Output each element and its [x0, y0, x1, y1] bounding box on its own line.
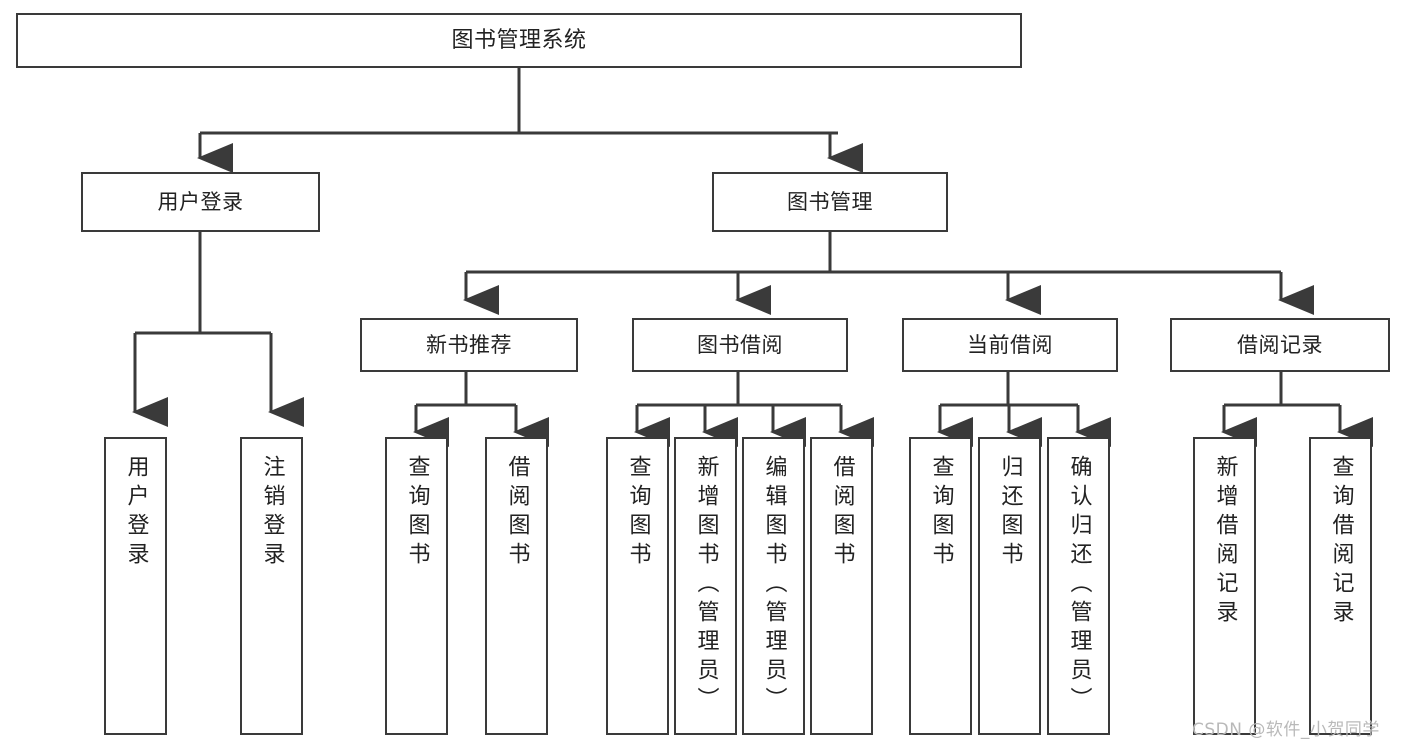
leaf-add-borrow-record[interactable]: 新增借阅记录: [1193, 437, 1256, 735]
node-book-management-system[interactable]: 图书管理系统: [16, 13, 1022, 68]
leaf-borrow-book-new-recommend[interactable]: 借阅图书: [485, 437, 548, 735]
node-label: 借阅图书: [829, 455, 855, 571]
node-label: 查询图书: [404, 455, 430, 571]
node-label: 查询借阅记录: [1328, 455, 1354, 629]
leaf-add-book[interactable]: 新增图书（管理员）: [674, 437, 737, 735]
node-label: 确认归还（管理员）: [1066, 455, 1092, 716]
node-borrow-record[interactable]: 借阅记录: [1170, 318, 1390, 372]
node-label: 用户登录: [157, 189, 244, 214]
leaf-borrow-book[interactable]: 借阅图书: [810, 437, 873, 735]
leaf-edit-book[interactable]: 编辑图书（管理员）: [742, 437, 805, 735]
node-book-management[interactable]: 图书管理: [712, 172, 948, 232]
leaf-query-book-borrow[interactable]: 查询图书: [606, 437, 669, 735]
node-label: 新增借阅记录: [1212, 455, 1238, 629]
node-new-book-recommend[interactable]: 新书推荐: [360, 318, 578, 372]
leaf-user-login[interactable]: 用户登录: [104, 437, 167, 735]
leaf-logout-login[interactable]: 注销登录: [240, 437, 303, 735]
node-label: 借阅图书: [504, 455, 530, 571]
node-label: 用户登录: [123, 455, 149, 571]
node-label: 借阅记录: [1237, 332, 1323, 357]
node-label: 查询图书: [625, 455, 651, 571]
leaf-query-borrow-record[interactable]: 查询借阅记录: [1309, 437, 1372, 735]
node-book-borrow[interactable]: 图书借阅: [632, 318, 848, 372]
node-label: 编辑图书（管理员）: [761, 455, 787, 716]
node-label: 图书管理: [787, 189, 873, 214]
leaf-query-book-new-recommend[interactable]: 查询图书: [385, 437, 448, 735]
node-label: 新书推荐: [426, 332, 512, 357]
node-label: 当前借阅: [967, 332, 1053, 357]
node-label: 图书管理系统: [451, 27, 587, 53]
leaf-confirm-return[interactable]: 确认归还（管理员）: [1047, 437, 1110, 735]
node-current-borrow[interactable]: 当前借阅: [902, 318, 1118, 372]
node-label: 图书借阅: [697, 332, 783, 357]
node-label: 查询图书: [928, 455, 954, 571]
leaf-return-book[interactable]: 归还图书: [978, 437, 1041, 735]
csdn-watermark: CSDN @软件_小贺同学: [1192, 720, 1380, 740]
node-label: 新增图书（管理员）: [693, 455, 719, 716]
node-user-login[interactable]: 用户登录: [81, 172, 320, 232]
leaf-query-book-current[interactable]: 查询图书: [909, 437, 972, 735]
node-label: 注销登录: [259, 455, 285, 571]
node-label: 归还图书: [997, 455, 1023, 571]
